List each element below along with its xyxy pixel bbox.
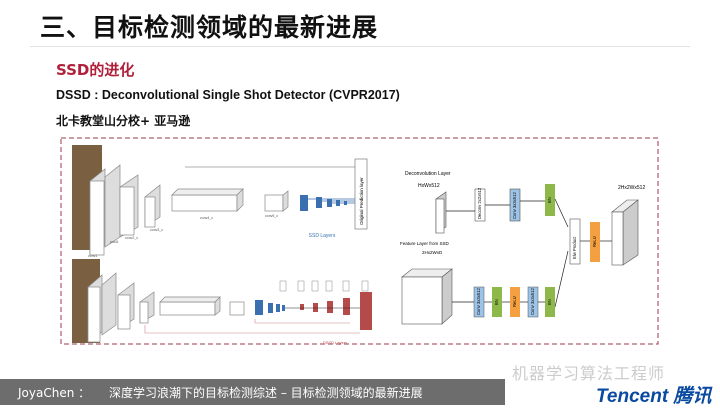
output-size: 2Hx2Wx512	[618, 185, 645, 191]
bn-block	[545, 184, 555, 216]
footer-text: 深度学习浪潮下的目标检测综述 – 目标检测领域的最新进展	[109, 385, 423, 400]
relu-block	[590, 222, 600, 262]
footer-bar: JoyaChen ： 深度学习浪潮下的目标检测综述 – 目标检测领域的最新进展	[0, 379, 505, 405]
svg-text:BN: BN	[547, 197, 552, 203]
svg-text:Conv 3x3x512: Conv 3x3x512	[476, 288, 481, 315]
conv3-label: conv3_x	[150, 228, 163, 232]
svg-text:ReLU: ReLU	[592, 236, 597, 247]
title-divider	[30, 46, 690, 47]
dashed-frame	[60, 137, 659, 345]
svg-text:Conv 3x3x512: Conv 3x3x512	[512, 192, 517, 219]
conv2-label: conv2_x	[125, 236, 138, 240]
tencent-logo: Tencent 腾讯	[596, 386, 712, 407]
svg-text:ReLU: ReLU	[512, 296, 517, 307]
paper-title: DSSD : Deconvolutional Single Shot Detec…	[56, 88, 400, 102]
prediction-layer-label: Original Prediction layer	[359, 177, 364, 225]
elw-product-block	[569, 218, 581, 265]
dssd-layers-label: DSSD Layers	[323, 340, 347, 345]
feature-size: 2Hx2WxD	[422, 250, 443, 255]
section-subtitle: SSD的进化	[56, 61, 135, 79]
svg-text:Conv 3x3x512: Conv 3x3x512	[530, 288, 535, 315]
dssd-architecture-diagram: Original Prediction layer SSD Layers con…	[60, 137, 659, 345]
watermark: 机器学习算法工程师	[512, 364, 666, 383]
ssd-layers-label: SSD Layers	[309, 233, 336, 239]
slide-title: 三、目标检测领域的最新进展	[40, 13, 379, 42]
institutions: 北卡教堂山分校+ 亚马逊	[56, 114, 191, 128]
conv5-label: conv5_x	[265, 214, 278, 218]
conv4-label: conv4_x	[200, 216, 213, 220]
svg-text:BN: BN	[547, 299, 552, 305]
deconv-size: HxWx512	[418, 183, 440, 189]
conv1-label: conv1	[88, 254, 97, 258]
feature-title: Feature Layer from SSD	[400, 241, 450, 246]
svg-text:Deconv 2x2x512: Deconv 2x2x512	[477, 187, 482, 219]
pool1-label: pool1	[110, 240, 119, 244]
deconv-title: Deconvolution Layer	[405, 171, 451, 177]
svg-text:Elw Product: Elw Product	[572, 236, 577, 259]
svg-text:BN: BN	[494, 299, 499, 305]
footer-author: JoyaChen ：	[18, 385, 91, 400]
